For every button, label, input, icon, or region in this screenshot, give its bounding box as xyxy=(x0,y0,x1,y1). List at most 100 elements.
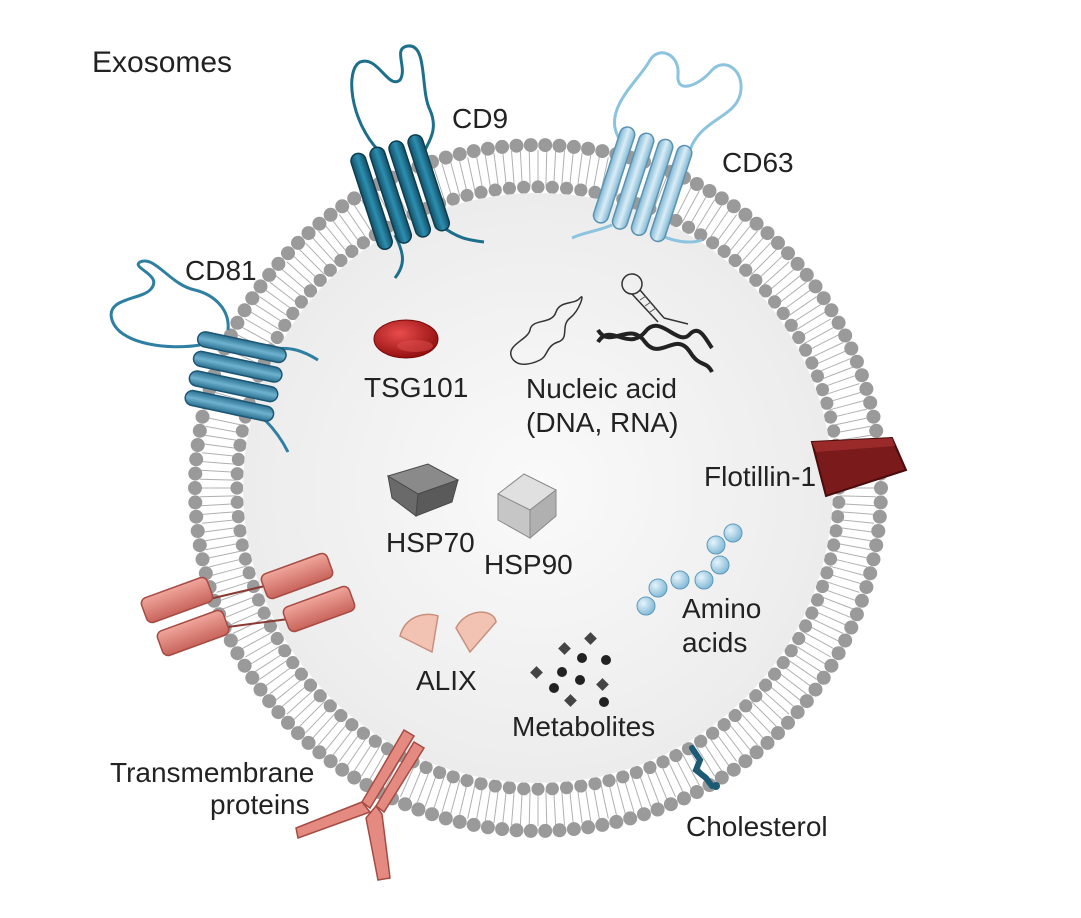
lipid-head xyxy=(335,199,350,214)
lipid-head xyxy=(866,552,881,567)
lipid-head xyxy=(466,817,481,832)
lipid-head xyxy=(531,180,545,194)
cholesterol-molecule xyxy=(689,745,720,790)
lipid-head xyxy=(702,184,717,198)
lipid-head xyxy=(368,734,382,748)
lipid-head xyxy=(824,658,839,673)
lipid-head xyxy=(669,748,683,763)
lipid-head xyxy=(517,180,531,194)
lipid-head xyxy=(460,773,474,788)
lipid-head xyxy=(291,235,305,250)
lipid-head xyxy=(237,658,252,673)
lipid-head xyxy=(781,715,795,730)
lipid-head xyxy=(312,216,327,231)
lipid-head xyxy=(488,779,502,793)
lipid-head xyxy=(694,228,708,242)
lipid-head xyxy=(816,291,831,306)
lipid-head xyxy=(233,438,247,452)
lipid-head xyxy=(739,699,753,713)
lipid-head xyxy=(452,147,467,162)
lipid-head xyxy=(728,253,742,268)
lipid-head xyxy=(623,811,638,826)
lipid-head xyxy=(588,185,602,199)
lipid-head xyxy=(281,246,295,261)
lipid-head xyxy=(466,144,481,159)
lipid-head xyxy=(438,150,453,165)
lipid-head xyxy=(831,509,845,524)
lipid-head xyxy=(495,822,510,837)
amino-acid-bead xyxy=(670,570,690,590)
lipid-head xyxy=(863,395,878,410)
lipid-head xyxy=(808,682,823,697)
lipid-head xyxy=(717,718,731,732)
lipid-head xyxy=(189,452,204,467)
lipid-head xyxy=(523,138,538,153)
lipid-head xyxy=(223,633,238,648)
lipid-head xyxy=(303,678,318,692)
lipid-head xyxy=(831,646,846,661)
rna-hairpin-icon xyxy=(621,273,689,325)
lipid-head xyxy=(238,552,253,566)
lipid-head xyxy=(829,524,843,538)
amino-acid-bead xyxy=(723,523,743,543)
flotillin-label: Flotillin-1 xyxy=(704,461,816,492)
lipid-head xyxy=(808,279,823,294)
lipid-head xyxy=(257,606,271,620)
lipid-head xyxy=(749,689,763,703)
lipid-head xyxy=(502,181,516,195)
lipid-head xyxy=(278,644,292,658)
lipid-head xyxy=(810,593,825,607)
lipid-head xyxy=(681,220,696,234)
lipid-head xyxy=(460,188,474,203)
lipid-head xyxy=(552,138,567,153)
lipid-head xyxy=(188,481,202,495)
lipid-head xyxy=(281,715,295,730)
lipid-head xyxy=(188,466,203,481)
lipid-head xyxy=(356,236,370,250)
lipid-head xyxy=(190,524,205,538)
lipid-head xyxy=(294,295,308,309)
cd81-tetraspanin xyxy=(109,259,319,453)
lipid-head xyxy=(859,381,874,396)
lipid-head xyxy=(581,141,596,156)
lipid-head xyxy=(474,777,488,791)
transmembrane-label-line2: proteins xyxy=(210,789,310,820)
lipid-head xyxy=(643,760,657,775)
lipid-head xyxy=(844,620,859,635)
lipid-head xyxy=(560,781,574,795)
lipid-head xyxy=(242,566,256,580)
lipid-head xyxy=(616,770,630,784)
lipid-head xyxy=(805,356,819,370)
diagram-title: Exosomes xyxy=(92,46,232,79)
lipid-head xyxy=(235,538,249,552)
lipid-head xyxy=(595,144,610,159)
lipid-head xyxy=(230,467,244,481)
lipid-head xyxy=(345,244,359,258)
tsg101-protein xyxy=(373,319,439,359)
lipid-head xyxy=(831,315,846,330)
lipid-head xyxy=(771,235,785,250)
lipid-head xyxy=(798,343,813,357)
cholesterol-label: Cholesterol xyxy=(686,811,828,842)
lipid-head xyxy=(650,802,665,817)
lipid-head xyxy=(195,552,210,567)
lipid-head xyxy=(356,726,370,740)
lipid-head xyxy=(230,646,245,661)
lipid-head xyxy=(262,267,277,282)
lipid-head xyxy=(595,817,610,832)
lipid-head xyxy=(838,328,853,343)
lipid-head xyxy=(798,619,813,633)
lipid-head xyxy=(805,606,819,620)
lipid-head xyxy=(190,438,205,452)
lipid-head xyxy=(545,180,559,194)
lipid-head xyxy=(738,754,753,769)
lipid-head xyxy=(823,552,838,566)
lipid-head xyxy=(656,755,670,769)
lipid-head xyxy=(749,273,763,287)
lipid-head xyxy=(726,199,741,214)
lipid-head xyxy=(253,682,268,697)
lipid-head xyxy=(188,495,203,510)
lipid-head xyxy=(863,566,878,581)
lipid-head xyxy=(874,481,888,495)
